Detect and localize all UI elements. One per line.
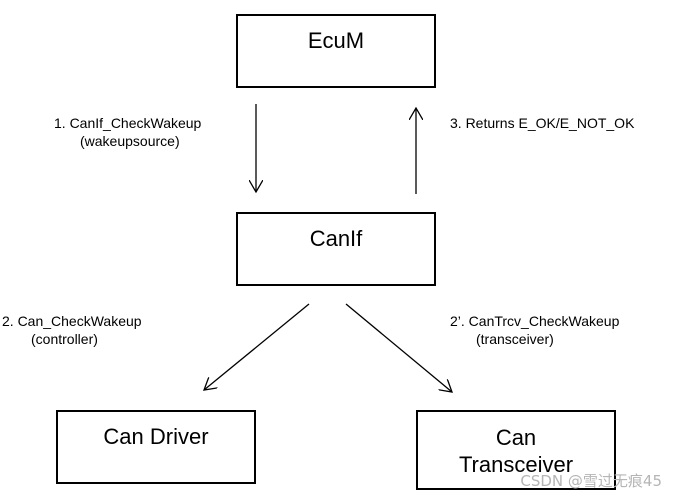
arrow-canif-to-can-transceiver: [345, 303, 452, 392]
can-driver-box: Can Driver: [56, 410, 256, 484]
ecum-label: EcuM: [307, 28, 365, 53]
canif-label: CanIf: [309, 226, 363, 251]
edge-label-check-wakeup: 1. CanIf_CheckWakeup: [54, 115, 202, 131]
edge-label-returns: 3. Returns E_OK/E_NOT_OK: [450, 115, 635, 131]
watermark: CSDN @雪过无痕45: [520, 472, 662, 490]
arrow-canif-to-can-driver: [204, 303, 310, 390]
can-transceiver-label-line2: Transceiver: [458, 452, 574, 477]
ecum-box: EcuM: [236, 14, 436, 88]
can-transceiver-label-line1: Can: [495, 425, 537, 450]
edge-label-can-check-wakeup-param: (controller): [31, 331, 98, 347]
can-transceiver-box: Can Transceiver: [416, 410, 616, 490]
edge-label-cantrcv-check-wakeup: 2’. CanTrcv_CheckWakeup: [450, 313, 620, 329]
edge-label-can-check-wakeup: 2. Can_CheckWakeup: [2, 313, 142, 329]
edge-label-check-wakeup-param: (wakeupsource): [80, 133, 180, 149]
canif-box: CanIf: [236, 212, 436, 286]
can-driver-label: Can Driver: [103, 424, 209, 449]
edge-label-cantrcv-check-wakeup-param: (transceiver): [476, 331, 554, 347]
can-transceiver-label: Can Transceiver: [459, 424, 573, 478]
